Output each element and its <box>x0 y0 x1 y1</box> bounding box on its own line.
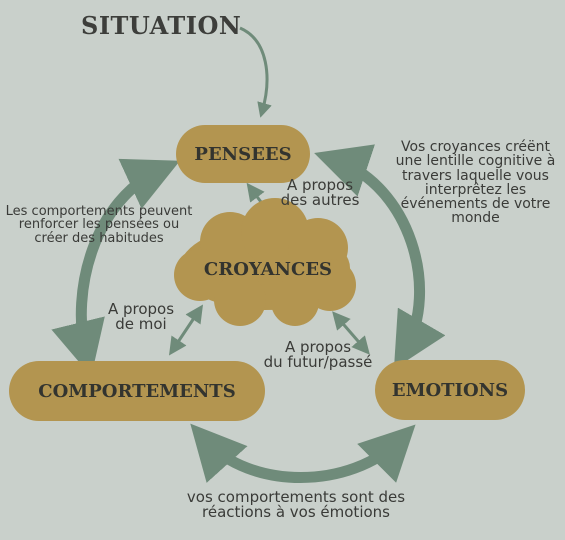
pensees-to-comportements-arrow <box>51 158 180 377</box>
pensees-to-emotions-arrow <box>314 144 446 370</box>
node-pensees: PENSEES <box>176 125 310 183</box>
situation-title: SITUATION <box>81 11 242 40</box>
croyances-cloud <box>174 198 356 326</box>
note-behaviors-reactions: vos comportements sont des réactions à v… <box>186 488 406 522</box>
note-beliefs-lens: Vos croyances créënt une lentille cognit… <box>395 139 556 227</box>
node-emotions: EMOTIONS <box>375 360 525 420</box>
croyances-emotions-double-arrow <box>332 311 370 355</box>
note-about-others: A propos des autres <box>280 176 360 210</box>
croyances-label: CROYANCES <box>204 259 332 280</box>
note-behaviors-reinforce: Les comportements peuvent renforcer les … <box>5 204 193 246</box>
note-about-me: A propos de moi <box>107 300 175 334</box>
node-comportements-label: COMPORTEMENTS <box>38 380 236 402</box>
situation-to-pensees-arrow <box>239 26 272 118</box>
croyances-comportements-double-arrow <box>169 304 203 356</box>
node-comportements: COMPORTEMENTS <box>9 361 265 421</box>
note-about-future-past: A propos du futur/passé <box>263 338 373 372</box>
comportements-emotions-arrow <box>190 423 416 483</box>
node-emotions-label: EMOTIONS <box>391 379 509 401</box>
node-pensees-label: PENSEES <box>194 143 292 165</box>
